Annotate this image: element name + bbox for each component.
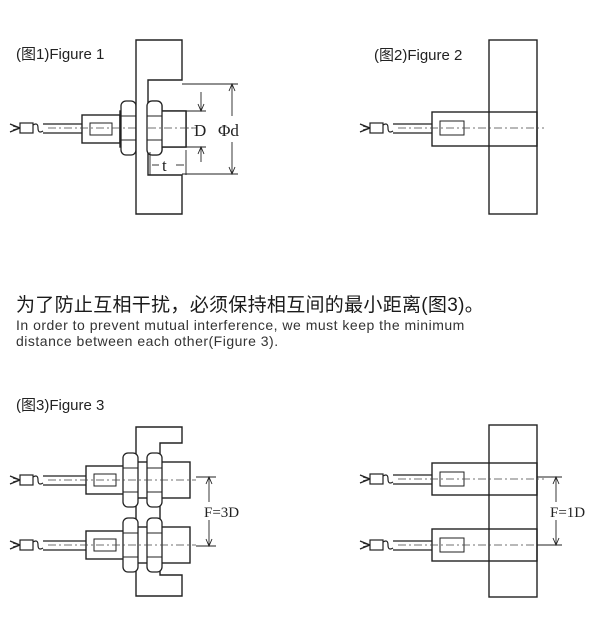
cable-end-icon [9, 122, 44, 134]
sensor-body-embedded [431, 111, 538, 147]
mounting-plate [135, 39, 183, 215]
figure3-right-drawing: F=1D [359, 424, 594, 598]
cable-end-icon [9, 539, 44, 551]
figure3-caption: (图3)Figure 3 [16, 397, 105, 414]
mounting-plate-flush [488, 424, 538, 598]
spacing-label-1d: F=1D [550, 505, 585, 521]
figure2-drawing [359, 39, 544, 215]
dimension-phi-d: Φd [218, 121, 239, 140]
dimension-D: D [194, 121, 206, 140]
cable-end-icon [359, 539, 394, 551]
cable-end-icon [359, 473, 394, 485]
figure1-caption: (图1)Figure 1 [16, 46, 105, 63]
cable-end-icon [359, 122, 394, 134]
chinese-instruction: 为了防止互相干扰，必须保持相互间的最小距离(图3)。 [16, 295, 485, 316]
figure3-left-drawing: F=3D [9, 426, 246, 597]
figure1-drawing: D Φd t [9, 39, 239, 215]
mounting-plate-flush [488, 39, 538, 215]
cable-end-icon [9, 474, 44, 486]
english-instruction-line2: distance between each other(Figure 3). [16, 333, 279, 349]
english-instruction-line1: In order to prevent mutual interference,… [16, 317, 465, 333]
dimension-t: t [162, 156, 167, 175]
spacing-label-3d: F=3D [204, 505, 239, 521]
figure2-caption: (图2)Figure 2 [374, 47, 463, 64]
